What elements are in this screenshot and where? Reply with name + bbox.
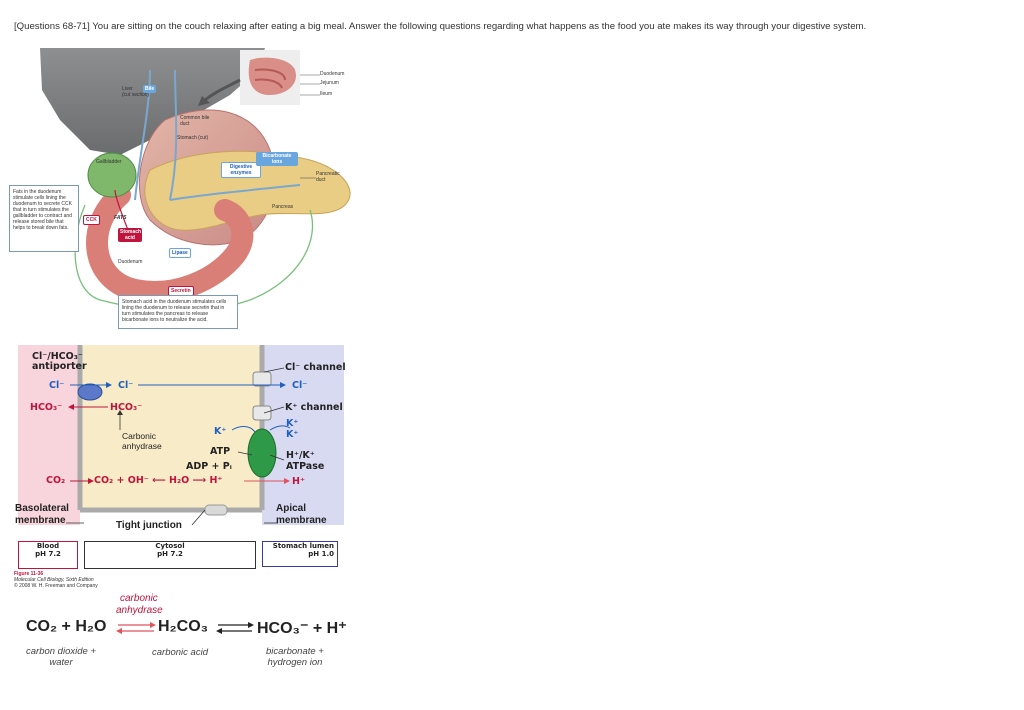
pancreatic-duct-label: Pancreatic duct <box>316 171 340 183</box>
digestive-enzymes-tag: Digestive enzymes <box>221 162 261 178</box>
secretin-caption-box: Stomach acid in the duodenum stimulates … <box>118 295 238 329</box>
adp-label: ADP + Pᵢ <box>186 461 232 472</box>
k-right1-label: K⁺ <box>286 418 299 429</box>
basolateral-label: Basolateral membrane <box>15 503 69 526</box>
hco3-left-label: HCO₃⁻ <box>30 402 63 413</box>
hk-atpase-shape <box>247 428 277 478</box>
hco3-mid-label: HCO₃⁻ <box>110 402 143 413</box>
lipase-tag: Lipase <box>169 248 191 258</box>
antiporter-label: Cl⁻/HCO₃⁻ antiporter <box>32 351 87 373</box>
liver-shape <box>40 48 265 155</box>
cl-right-label: Cl⁻ <box>292 380 308 391</box>
gallbladder-shape <box>87 152 137 198</box>
cytosol-region <box>80 345 262 510</box>
lumen-region <box>262 345 344 525</box>
apical-label: Apical membrane <box>276 503 327 526</box>
equation-rhs: HCO₃⁻ + H⁺ <box>257 620 347 637</box>
k-channel-shape <box>252 405 272 421</box>
equation-lhs: CO₂ + H₂O <box>26 618 107 635</box>
gallbladder-label: Gallbladder <box>96 159 122 165</box>
ileum-label: Ileum <box>320 91 333 97</box>
duodenum-label: Duodenum <box>118 259 143 265</box>
cck-legend-box: Fats in the duodenum stimulate cells lin… <box>9 185 79 252</box>
question-text: [Questions 68-71] You are sitting on the… <box>14 21 867 32</box>
hk-atpase-label: H⁺/K⁺ ATPase <box>286 450 325 472</box>
stomach-acid-tag: Stomach acid <box>118 228 142 242</box>
equation-mid: H₂CO₃ <box>158 618 209 635</box>
duodenum-shape <box>86 184 254 303</box>
blood-region <box>18 345 80 525</box>
cl-left-label: Cl⁻ <box>49 380 65 391</box>
fats-label: FATS <box>114 215 127 221</box>
antiporter-shape <box>77 383 103 401</box>
cl-channel-shape <box>252 371 272 387</box>
h-right-label: H⁺ <box>292 476 305 487</box>
cl-channel-label: Cl⁻ channel <box>285 362 346 373</box>
k-channel-label: K⁺ channel <box>285 402 343 413</box>
k-mid-label: K⁺ <box>214 426 227 437</box>
figure-credit: Figure 11-36 Molecular Cell Biology, Six… <box>14 571 98 589</box>
pancreas-label: Pancreas <box>272 204 294 210</box>
tight-junction-label: Tight junction <box>116 520 182 531</box>
equilibrium-arrows-1 <box>116 622 156 634</box>
stomach-label: Stomach (cut) <box>177 135 209 141</box>
equilibrium-arrows-2 <box>216 622 254 634</box>
duodenum-inset-label: Duodenum <box>320 71 345 77</box>
cl-mid-label: Cl⁻ <box>118 380 134 391</box>
bicarbonate-ions-tag: Bicarbonate ions <box>256 152 298 166</box>
k-right2-label: K⁺ <box>286 429 299 440</box>
liver-label: Liver(cut section) <box>122 86 150 98</box>
rhs-name: bicarbonate +hydrogen ion <box>266 646 324 668</box>
co2-left-label: CO₂ <box>46 475 66 486</box>
atp-label: ATP <box>210 446 231 457</box>
jejunum-label: Jejunum <box>320 80 339 86</box>
cck-tag: CCK <box>83 215 100 225</box>
common-bile-duct-label: Common bile duct <box>180 115 210 127</box>
bile-tag: Bile <box>143 85 157 93</box>
reaction-line: CO₂ + OH⁻ ⟵ H₂O ⟶ H⁺ <box>94 475 223 486</box>
lhs-name: carbon dioxide +water <box>26 646 96 668</box>
carbonic-anhydrase-label: Carbonic anhydrase <box>122 431 162 451</box>
mid-name: carbonic acid <box>152 647 208 658</box>
